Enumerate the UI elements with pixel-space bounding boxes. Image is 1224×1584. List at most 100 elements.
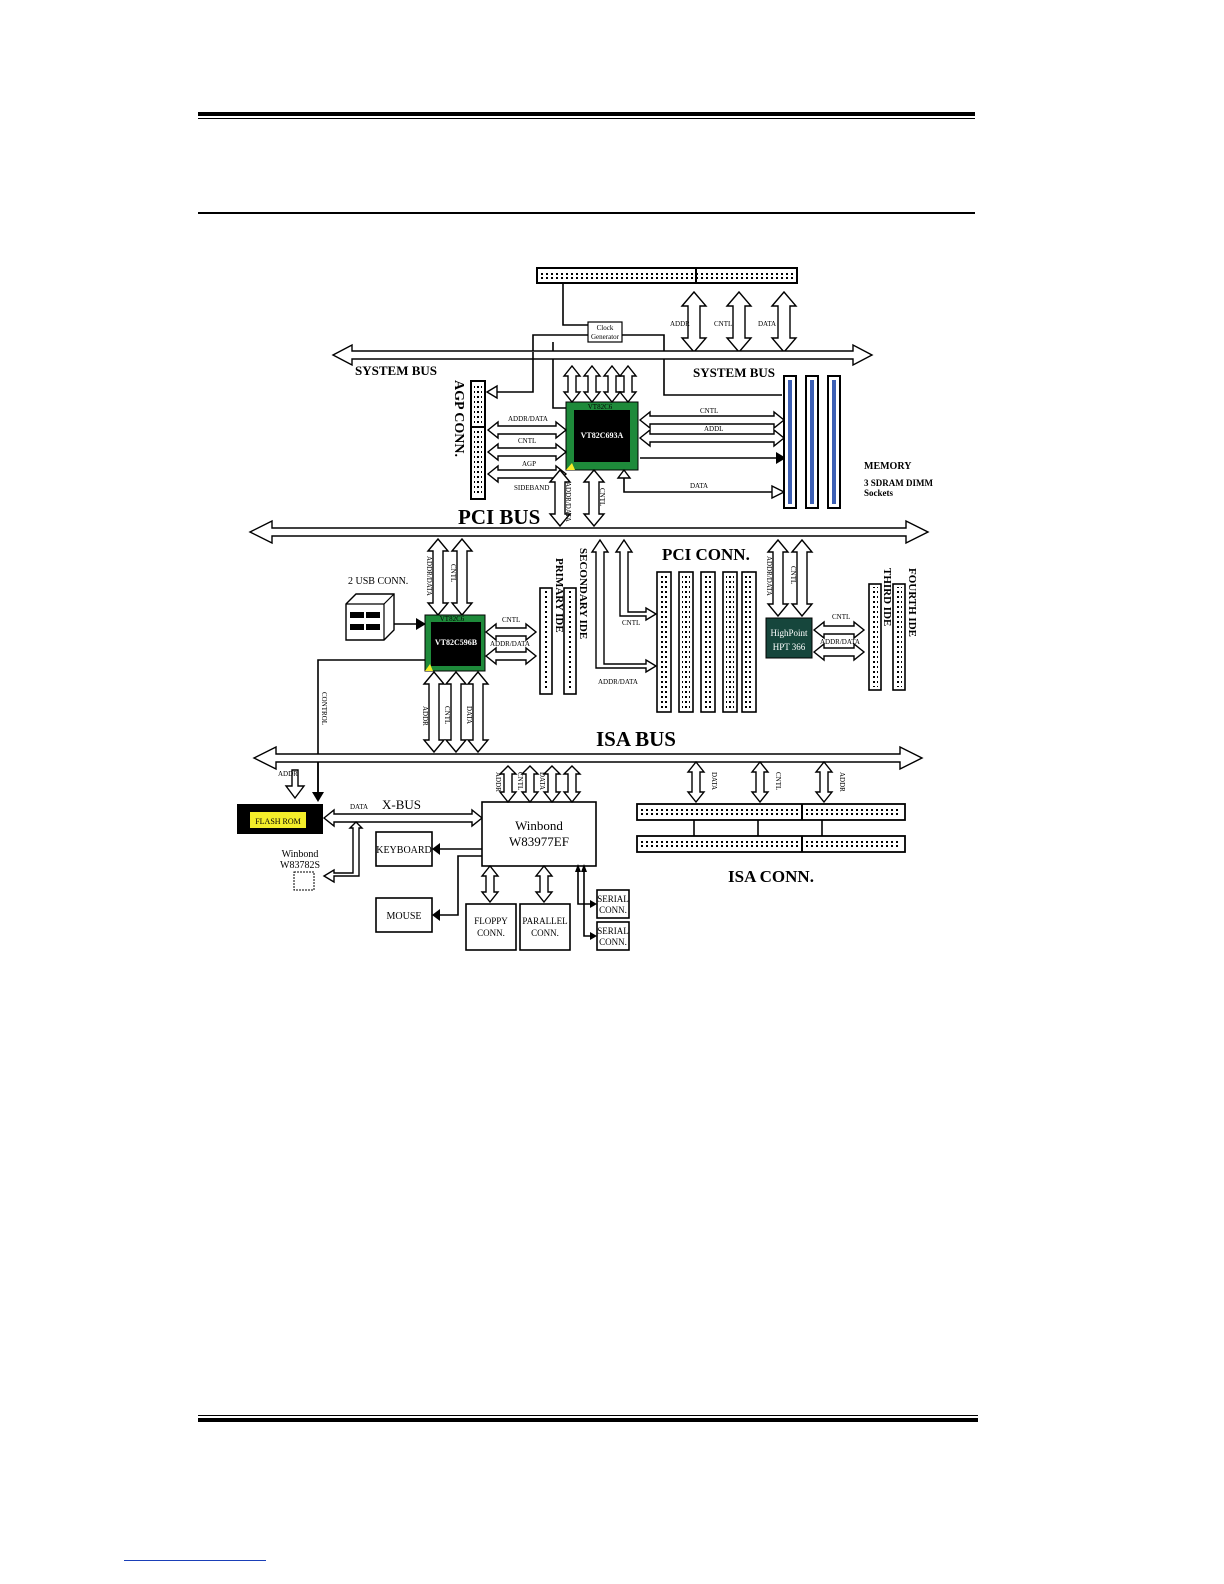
secondary-ide-label: SECONDARY IDE bbox=[577, 548, 589, 639]
south-pci-cntl: CNTL bbox=[449, 564, 457, 582]
north-pci-addr-data: ADDR/DATA bbox=[564, 482, 572, 522]
ide-addr-data-label: ADDR/DATA bbox=[490, 640, 530, 648]
mouse-box: MOUSE bbox=[375, 897, 433, 933]
cpu-addr-label: ADDR bbox=[670, 320, 690, 328]
mouse-line bbox=[440, 855, 482, 916]
x-bus-label: X-BUS bbox=[382, 797, 421, 812]
serial-lines bbox=[575, 864, 597, 940]
agp-arrows: ADDR/DATA CNTL AGP SIDEBAND bbox=[486, 415, 568, 492]
flash-rom: ADDR FLASH ROM bbox=[237, 762, 324, 834]
floppy-box: FLOPPY CONN. bbox=[465, 903, 517, 951]
isa-conn-label: ISA CONN. bbox=[728, 867, 814, 886]
fourth-ide-label: FOURTH IDE bbox=[906, 568, 918, 637]
usb-connector: 2 USB CONN. bbox=[345, 576, 426, 641]
south-isa-addr: ADDR bbox=[421, 706, 429, 726]
serial2-label-1: SERIAL bbox=[597, 926, 629, 936]
hwmon-label-1: Winbond bbox=[282, 849, 319, 860]
isa-slot-cntl: CNTL bbox=[774, 772, 782, 790]
serial2-label-2: CONN. bbox=[599, 937, 627, 947]
keyboard-label: KEYBOARD bbox=[376, 845, 432, 856]
xbus-data-label: DATA bbox=[350, 803, 368, 811]
south-pci-addr-data: ADDR/DATA bbox=[425, 556, 433, 596]
agp-addr-data-label: ADDR/DATA bbox=[508, 415, 548, 423]
parallel-label-2: CONN. bbox=[531, 928, 559, 938]
cpu-slot bbox=[536, 267, 798, 284]
system-bus: SYSTEM BUS SYSTEM BUS bbox=[331, 343, 874, 380]
south-isa-cntl: CNTL bbox=[443, 706, 451, 724]
hpt-addr-data: ADDR/DATA bbox=[765, 556, 773, 596]
isa-bus-label: ISA BUS bbox=[596, 727, 676, 751]
floppy-label-1: FLOPPY bbox=[474, 916, 508, 926]
ide-cntl-label: CNTL bbox=[502, 616, 520, 624]
sio-addr: ADDR bbox=[494, 772, 502, 792]
south-ide-arrows: CNTL ADDR/DATA bbox=[484, 616, 538, 666]
system-bus-label-right: SYSTEM BUS bbox=[693, 365, 775, 380]
primary-ide-label: PRIMARY IDE bbox=[553, 558, 565, 633]
third-ide-label: THIRD IDE bbox=[881, 568, 893, 626]
hw-monitor-chip: Winbond W83782S bbox=[280, 849, 320, 891]
mem-cntl-label: CNTL bbox=[700, 407, 718, 415]
secondary-ide: SECONDARY IDE bbox=[563, 548, 589, 695]
flash-rom-label: FLASH ROM bbox=[255, 817, 301, 826]
mouse-label: MOUSE bbox=[386, 911, 421, 922]
mouse-arrowhead bbox=[432, 909, 440, 921]
north-bus-arrows bbox=[562, 364, 638, 404]
pci-slots bbox=[656, 571, 757, 713]
primary-ide: PRIMARY IDE bbox=[539, 558, 565, 695]
memory-arrows: CNTL ADDL DATA bbox=[616, 407, 786, 500]
mem-addl-label: ADDL bbox=[704, 425, 723, 433]
floppy-parallel-arrows bbox=[480, 864, 554, 904]
floppy-label-2: CONN. bbox=[477, 928, 505, 938]
hwmon-label-2: W83782S bbox=[280, 860, 320, 871]
isa-slot-arrows: DATA CNTL ADDR bbox=[686, 760, 846, 804]
highpoint-chip: HighPoint HPT 366 bbox=[765, 617, 813, 659]
clock-generator-label-1: Clock bbox=[597, 324, 614, 332]
header-rule-bottom bbox=[198, 212, 975, 214]
footer-rule-thin bbox=[198, 1415, 978, 1416]
parallel-label-1: PARALLEL bbox=[522, 916, 567, 926]
cpu-cntl-label: CNTL bbox=[714, 320, 732, 328]
north-pci-cntl: CNTL bbox=[598, 488, 606, 506]
fourth-ide: FOURTH IDE bbox=[892, 568, 918, 691]
north-bridge-chip: VT82C6 VT82C693A bbox=[565, 401, 639, 471]
highpoint-pci-arrows: ADDR/DATA CNTL bbox=[765, 538, 814, 618]
agp-connector: AGP CONN. bbox=[451, 380, 486, 500]
dimm-sockets bbox=[783, 375, 841, 509]
pci-conn-arrows: ADDR/DATA CNTL bbox=[590, 538, 658, 686]
footer-link-underline bbox=[124, 1560, 266, 1561]
highpoint-label-1: HighPoint bbox=[770, 628, 808, 638]
clock-generator: Clock Generator bbox=[532, 283, 782, 409]
cpu-data-label: DATA bbox=[758, 320, 776, 328]
hpt-ide-addr-data: ADDR/DATA bbox=[820, 638, 860, 646]
hpt-ide-cntl: CNTL bbox=[832, 613, 850, 621]
south-bridge-name: VT82C596B bbox=[435, 638, 478, 647]
pci-bus-label: PCI BUS bbox=[458, 505, 540, 529]
control-label: CONTROL bbox=[320, 692, 328, 725]
pci-conn-addr-data: ADDR/DATA bbox=[598, 678, 638, 686]
header-rule-top bbox=[198, 112, 975, 116]
south-bridge-chip: VT82C6 VT82C596B bbox=[424, 614, 486, 672]
keyboard-box: KEYBOARD bbox=[375, 831, 433, 867]
memory-desc-2: Sockets bbox=[864, 488, 893, 498]
isa-slot-data: DATA bbox=[710, 772, 718, 790]
isa-slot-addr: ADDR bbox=[838, 772, 846, 792]
superio-label-2: W83977EF bbox=[509, 834, 569, 849]
agp-sideband-label-2: SIDEBAND bbox=[514, 484, 549, 492]
north-pci-arrows: ADDR/DATA CNTL bbox=[548, 468, 606, 528]
clock-to-agp-arrow bbox=[485, 384, 498, 400]
isa-slots bbox=[636, 803, 906, 853]
agp-conn-label: AGP CONN. bbox=[451, 380, 466, 457]
north-bridge-top-label: VT82C6 bbox=[588, 403, 613, 411]
sio-data: DATA bbox=[538, 772, 546, 790]
isa-bus: ISA BUS bbox=[252, 727, 924, 771]
keyboard-arrowhead bbox=[432, 843, 440, 855]
agp-cntl-label: CNTL bbox=[518, 437, 536, 445]
mem-data-label: DATA bbox=[690, 482, 708, 490]
superio-label-1: Winbond bbox=[515, 818, 563, 833]
serial-conn-1: SERIAL CONN. bbox=[596, 889, 630, 919]
pci-conn-cntl: CNTL bbox=[622, 619, 640, 627]
sio-cntl: CNTL bbox=[516, 772, 524, 790]
clock-to-agp-line bbox=[495, 352, 534, 393]
control-line: CONTROL bbox=[317, 659, 425, 796]
